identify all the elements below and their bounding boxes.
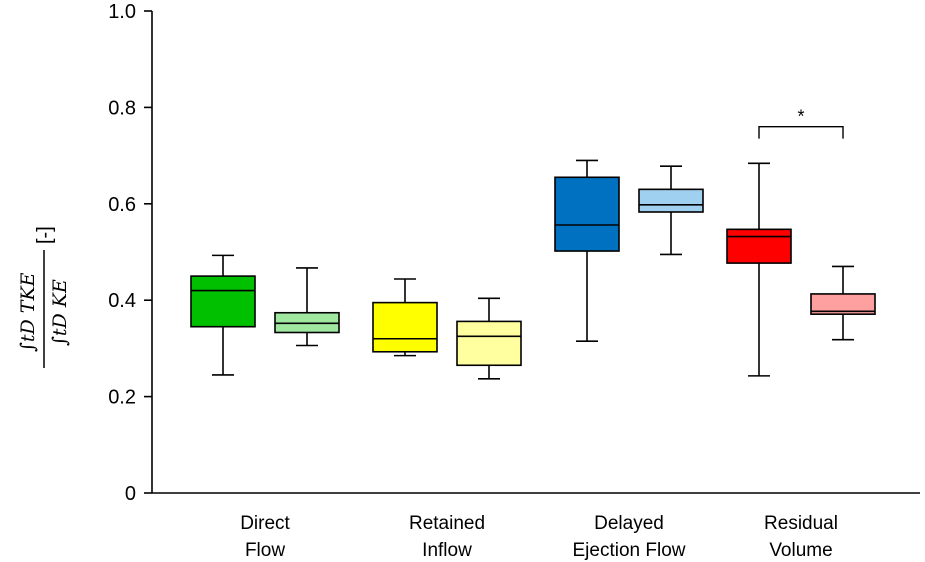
box-2-1 [638, 165, 704, 256]
y-label-denominator: ∫tD KE [49, 279, 71, 346]
y-label-unit: [-] [34, 226, 56, 244]
x-category-label: Inflow [422, 540, 472, 561]
y-tick-label: 0 [125, 483, 136, 505]
x-category-label: Delayed [594, 513, 664, 534]
box-iqr [638, 188, 704, 213]
y-label-numerator: ∫tD TKE [17, 272, 39, 352]
significance-bracket [758, 125, 844, 139]
box-0-0 [190, 254, 256, 376]
box-0-1 [274, 267, 340, 347]
box-3-1 [810, 265, 876, 341]
box-1-1 [456, 297, 522, 380]
box-iqr [456, 320, 522, 367]
x-category-label: Ejection Flow [573, 540, 686, 561]
x-category-label: Retained [409, 513, 485, 534]
y-tick-label: 0.4 [108, 290, 136, 312]
y-tick-label: 1.0 [108, 1, 136, 23]
boxes [190, 159, 876, 380]
box-3-0 [726, 162, 792, 377]
significance-marker: * [797, 107, 804, 127]
x-category-label: Direct [240, 513, 290, 534]
box-1-0 [372, 278, 438, 357]
box-2-0 [554, 159, 620, 342]
y-tick-label: 0.8 [108, 97, 136, 119]
box-iqr [190, 275, 256, 328]
x-category-label: Residual [764, 513, 838, 534]
box-iqr [554, 176, 620, 252]
axes: 0 0.2 0.4 0.6 0.8 1.0 [108, 1, 920, 505]
y-axis-label: ∫tD TKE ∫tD KE [-] [2, 190, 98, 380]
x-category-label: Flow [245, 540, 285, 561]
box-iqr [372, 301, 438, 353]
box-iqr [810, 293, 876, 315]
annotations: * [758, 107, 844, 139]
x-category-label: Volume [769, 540, 832, 561]
y-tick-label: 0.6 [108, 194, 136, 216]
box-iqr [726, 228, 792, 264]
y-tick-label: 0.2 [108, 387, 136, 409]
